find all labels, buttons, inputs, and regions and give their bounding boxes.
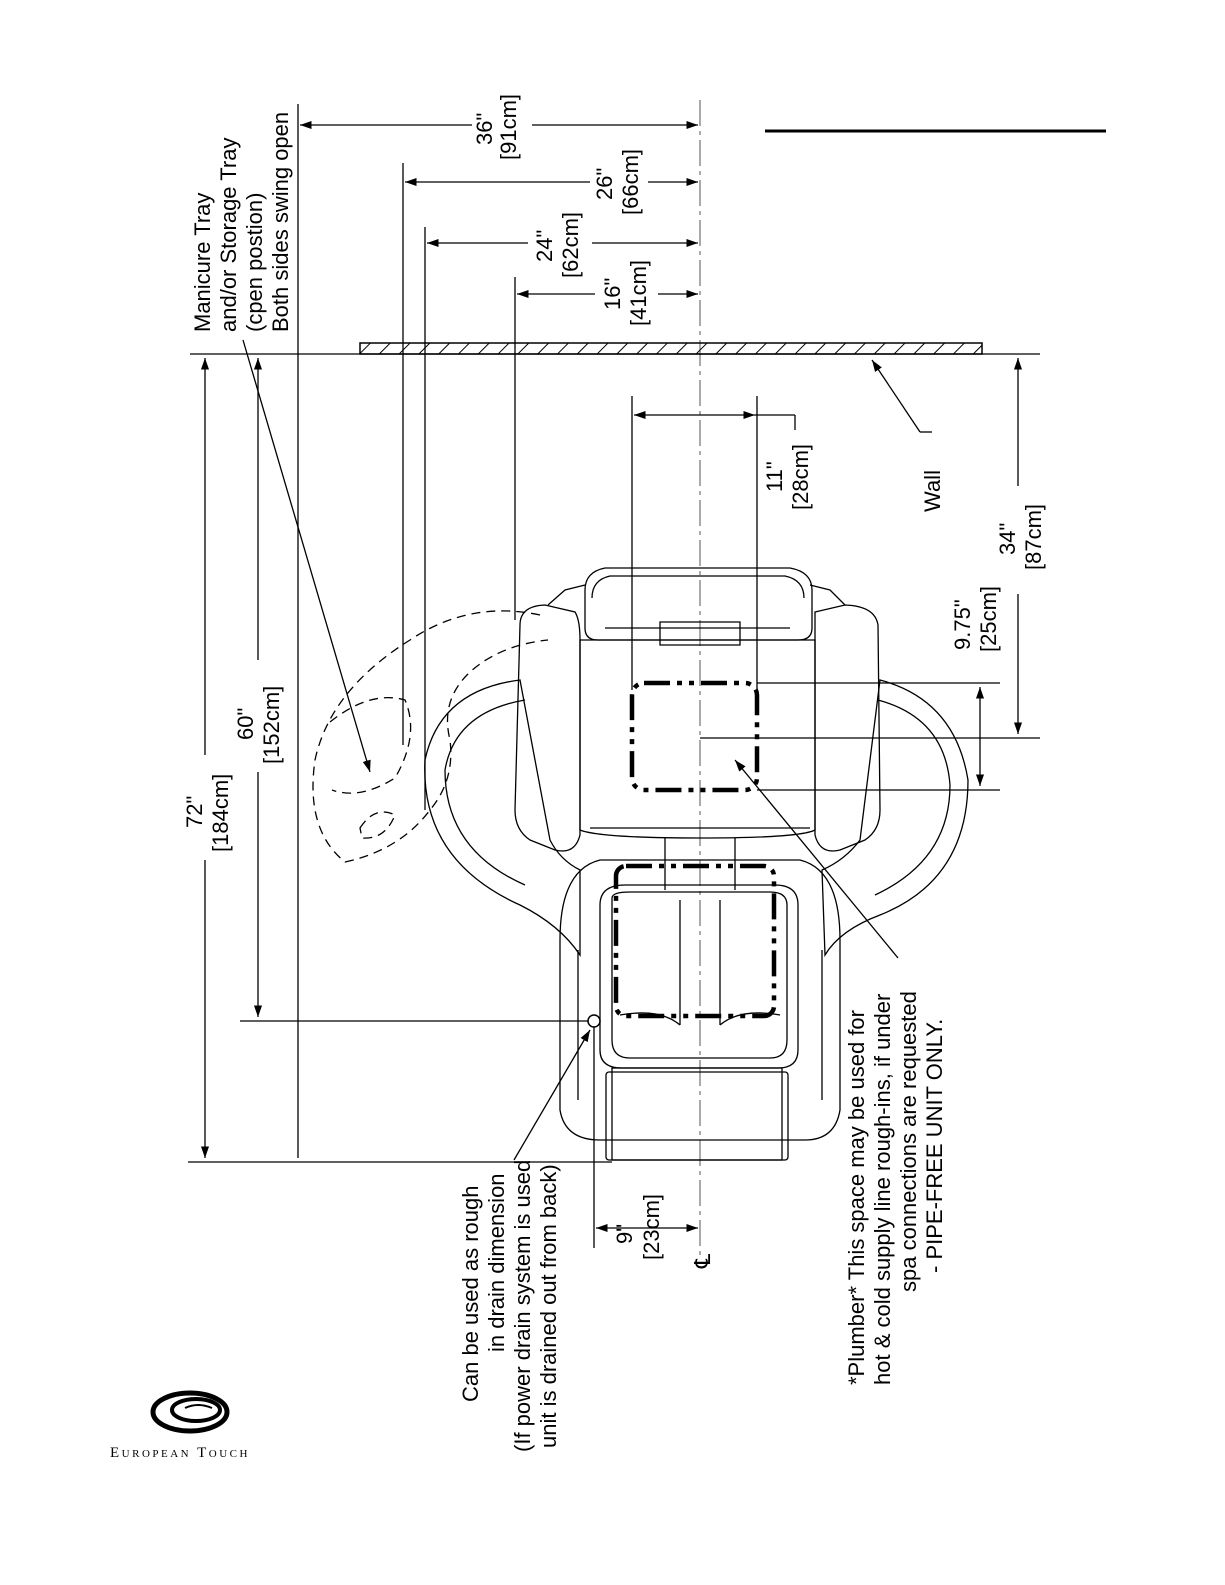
svg-text:in drain dimension: in drain dimension — [484, 1173, 509, 1352]
tray-leader — [242, 339, 371, 773]
wall-label: Wall — [920, 470, 945, 512]
centerline-symbol: ℄ — [690, 1253, 715, 1269]
svg-text:Can be used as rough: Can be used as rough — [458, 1186, 483, 1403]
dimension-60in: 60" [152cm] — [233, 358, 592, 1022]
dimension-11in: 11" [28cm] — [631, 396, 813, 690]
dimension-26in: 26" [66cm] — [402, 149, 698, 745]
svg-text:36": 36" — [472, 113, 497, 145]
tray-note: Manicure Tray and/or Storage Tray (cpen … — [190, 112, 293, 332]
dimension-9-75in: 9.75" [25cm] — [757, 586, 1001, 791]
svg-text:[62cm]: [62cm] — [558, 212, 583, 278]
svg-text:Both sides swing open: Both sides swing open — [268, 112, 293, 332]
svg-text:60": 60" — [233, 708, 258, 740]
svg-text:[28cm]: [28cm] — [788, 444, 813, 510]
plumbing-rough-in-zone — [629, 680, 760, 793]
svg-text:hot & cold supply line rough-i: hot & cold supply line rough-ins, if und… — [870, 994, 895, 1385]
svg-text:and/or Storage Tray: and/or Storage Tray — [216, 138, 241, 332]
svg-text:9.75": 9.75" — [950, 599, 975, 650]
dimension-34in: 34" [87cm] — [700, 358, 1046, 739]
dimension-16in: 16" [41cm] — [514, 260, 698, 620]
svg-text:[152cm]: [152cm] — [259, 686, 284, 764]
drain-area-zone — [613, 863, 777, 1019]
dimension-24in: 24" [62cm] — [424, 212, 698, 810]
svg-text:11": 11" — [762, 461, 787, 492]
svg-text:*Plumber* This space may be us: *Plumber* This space may be used for — [844, 1010, 869, 1385]
drain-point-icon — [587, 1014, 601, 1028]
svg-text:[41cm]: [41cm] — [626, 260, 651, 326]
dimension-72in: 72" [184cm] — [182, 358, 612, 1163]
svg-text:[87cm]: [87cm] — [1021, 504, 1046, 570]
svg-text:[66cm]: [66cm] — [618, 149, 643, 215]
svg-text:[23cm]: [23cm] — [639, 1194, 664, 1260]
svg-text:(If power drain system is used: (If power drain system is used — [510, 1160, 535, 1452]
plumber-note: *Plumber* This space may be used for hot… — [844, 991, 947, 1385]
tray-open-position — [312, 610, 549, 863]
svg-text:(cpen postion): (cpen postion) — [242, 193, 267, 332]
drain-note: Can be used as rough in drain dimension … — [458, 1160, 561, 1452]
logo-wordmark: European Touch — [110, 1445, 250, 1461]
svg-text:spa connections are requested: spa connections are requested — [896, 991, 921, 1292]
svg-text:- PIPE-FREE UNIT ONLY.: - PIPE-FREE UNIT ONLY. — [922, 1019, 947, 1273]
svg-text:[91cm]: [91cm] — [496, 94, 521, 160]
svg-text:24": 24" — [532, 230, 557, 262]
plumber-leader — [734, 759, 899, 959]
svg-text:unit is drained out from back): unit is drained out from back) — [536, 1164, 561, 1448]
drain-leader — [513, 1029, 591, 1161]
svg-text:[184cm]: [184cm] — [208, 774, 233, 852]
svg-text:26": 26" — [592, 168, 617, 200]
svg-text:[25cm]: [25cm] — [976, 586, 1001, 652]
svg-text:72": 72" — [182, 796, 207, 828]
svg-text:9": 9" — [612, 1224, 637, 1244]
svg-text:34": 34" — [995, 523, 1020, 555]
svg-text:16": 16" — [600, 278, 625, 310]
wall — [190, 342, 1040, 433]
european-touch-logo: European Touch — [110, 1390, 250, 1461]
dimension-36in: 36" [91cm] — [297, 94, 698, 1158]
svg-text:Manicure Tray: Manicure Tray — [190, 193, 215, 332]
dimension-9in: 9" [23cm] — [593, 1025, 698, 1260]
